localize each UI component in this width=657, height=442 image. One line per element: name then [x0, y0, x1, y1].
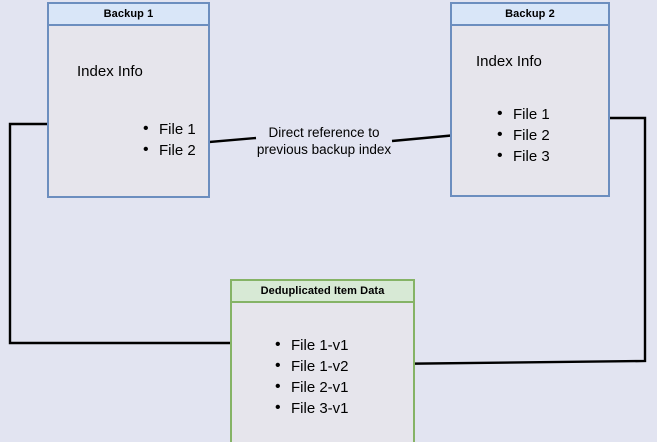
backup-1-index-info-label: Index Info [77, 63, 143, 80]
node-backup-1-header: Backup 1 [47, 2, 210, 26]
list-item: File 1 [497, 103, 550, 125]
node-backup-2[interactable]: Backup 2 Index Info File 1 File 2 File 3 [450, 2, 610, 197]
list-item: File 2 [143, 139, 196, 161]
node-backup-2-header: Backup 2 [450, 2, 610, 26]
list-item: File 1-v1 [275, 334, 349, 356]
reference-annotation: Direct reference to previous backup inde… [249, 124, 399, 158]
backup-2-file-list: File 1 File 2 File 3 [497, 103, 550, 167]
list-item: File 3-v1 [275, 397, 349, 419]
node-dedup-title: Deduplicated Item Data [260, 285, 385, 297]
node-backup-1[interactable]: Backup 1 Index Info File 1 File 2 [47, 2, 210, 198]
backup-1-file-list: File 1 File 2 [143, 118, 196, 161]
node-backup-2-title: Backup 2 [505, 8, 555, 20]
list-item: File 2 [497, 124, 550, 146]
reference-annotation-line-2: previous backup index [256, 142, 392, 157]
list-item: File 3 [497, 145, 550, 167]
reference-annotation-line-1: Direct reference to [268, 125, 380, 140]
list-item: File 1 [143, 118, 196, 140]
backup-2-index-info-label: Index Info [476, 53, 542, 70]
list-item: File 2-v1 [275, 376, 349, 398]
node-backup-1-title: Backup 1 [103, 8, 154, 20]
node-deduplicated-item-data[interactable]: Deduplicated Item Data File 1-v1 File 1-… [230, 279, 415, 442]
list-item: File 1-v2 [275, 355, 349, 377]
node-dedup-header: Deduplicated Item Data [230, 279, 415, 303]
dedup-file-list: File 1-v1 File 1-v2 File 2-v1 File 3-v1 [275, 334, 349, 419]
